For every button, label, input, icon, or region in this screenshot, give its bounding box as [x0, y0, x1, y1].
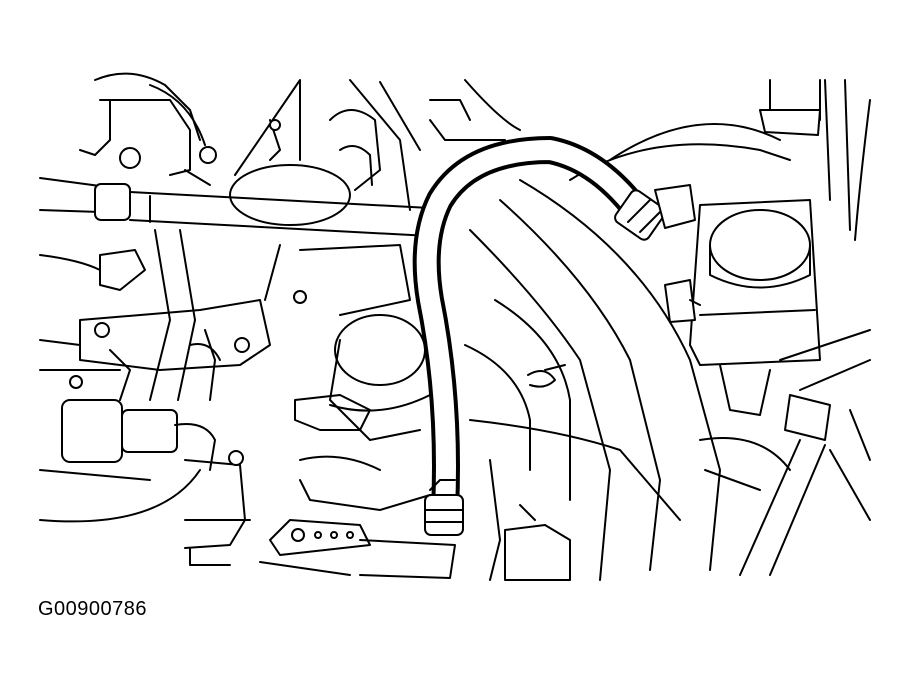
hose-fittings — [424, 184, 696, 536]
top-center-components — [229, 79, 521, 226]
horizontal-pipe — [39, 177, 431, 237]
highlighted-hose — [412, 136, 654, 524]
reservoir — [664, 199, 821, 491]
far-right-pipes — [569, 79, 871, 576]
figure-code: G00900786 — [38, 598, 148, 620]
left-lower-assembly — [39, 229, 271, 566]
right-hoses — [464, 179, 721, 581]
upper-left-wiring-bracket — [79, 72, 217, 186]
center-engine-area — [259, 244, 456, 579]
